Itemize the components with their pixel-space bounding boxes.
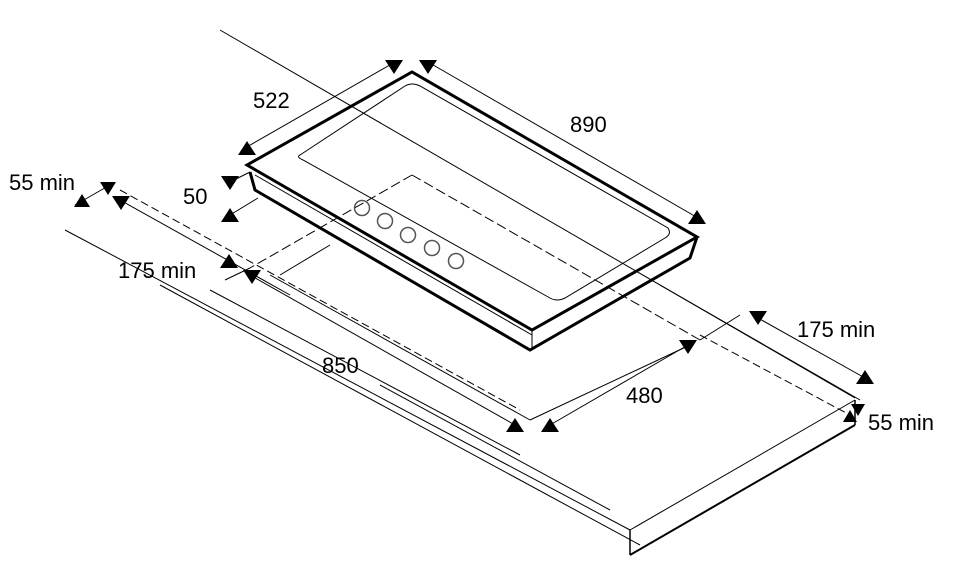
arrow-up-icon [506, 418, 524, 432]
hob-depth-label: 522 [253, 88, 290, 113]
knob [423, 239, 441, 257]
hob-width-label: 890 [570, 112, 607, 137]
knob [447, 252, 465, 270]
arrow-down-icon [112, 196, 130, 210]
arrow-up-icon [221, 208, 239, 222]
hob [243, 70, 701, 352]
cutout-depth-label: 480 [626, 383, 663, 408]
arrow-up-icon [220, 254, 238, 268]
hob-height-label: 50 [183, 184, 208, 209]
arrow-down-icon [243, 270, 261, 284]
dimension-lines [74, 61, 866, 426]
arrow-down-icon [221, 176, 239, 190]
left-clearance-label: 175 min [118, 258, 197, 283]
arrowheads [74, 60, 874, 432]
cutout-lines [119, 189, 861, 546]
arrow-up-icon [541, 418, 559, 432]
right-clearance-label: 175 min [797, 317, 876, 342]
knob [399, 226, 417, 244]
knob [353, 199, 371, 217]
arrow-down-icon [851, 404, 865, 416]
cutout-outline [249, 174, 701, 341]
arrow-down-icon [385, 60, 403, 74]
control-knobs [353, 199, 465, 270]
rear-clearance-label: 55 min [9, 170, 76, 195]
arrow-up-icon [843, 410, 857, 422]
cutout-width-label: 850 [322, 353, 359, 378]
arrow-down-icon [679, 340, 697, 354]
arrow-up-icon [856, 370, 874, 384]
arrow-down-icon [749, 311, 767, 325]
knob [376, 212, 394, 230]
arrow-up-icon [238, 141, 256, 155]
arrow-up-icon [74, 194, 90, 207]
front-clearance-label: 55 min [868, 410, 935, 435]
arrow-down-icon [419, 60, 437, 74]
arrow-down-icon [100, 182, 116, 195]
arrow-up-icon [688, 210, 706, 224]
